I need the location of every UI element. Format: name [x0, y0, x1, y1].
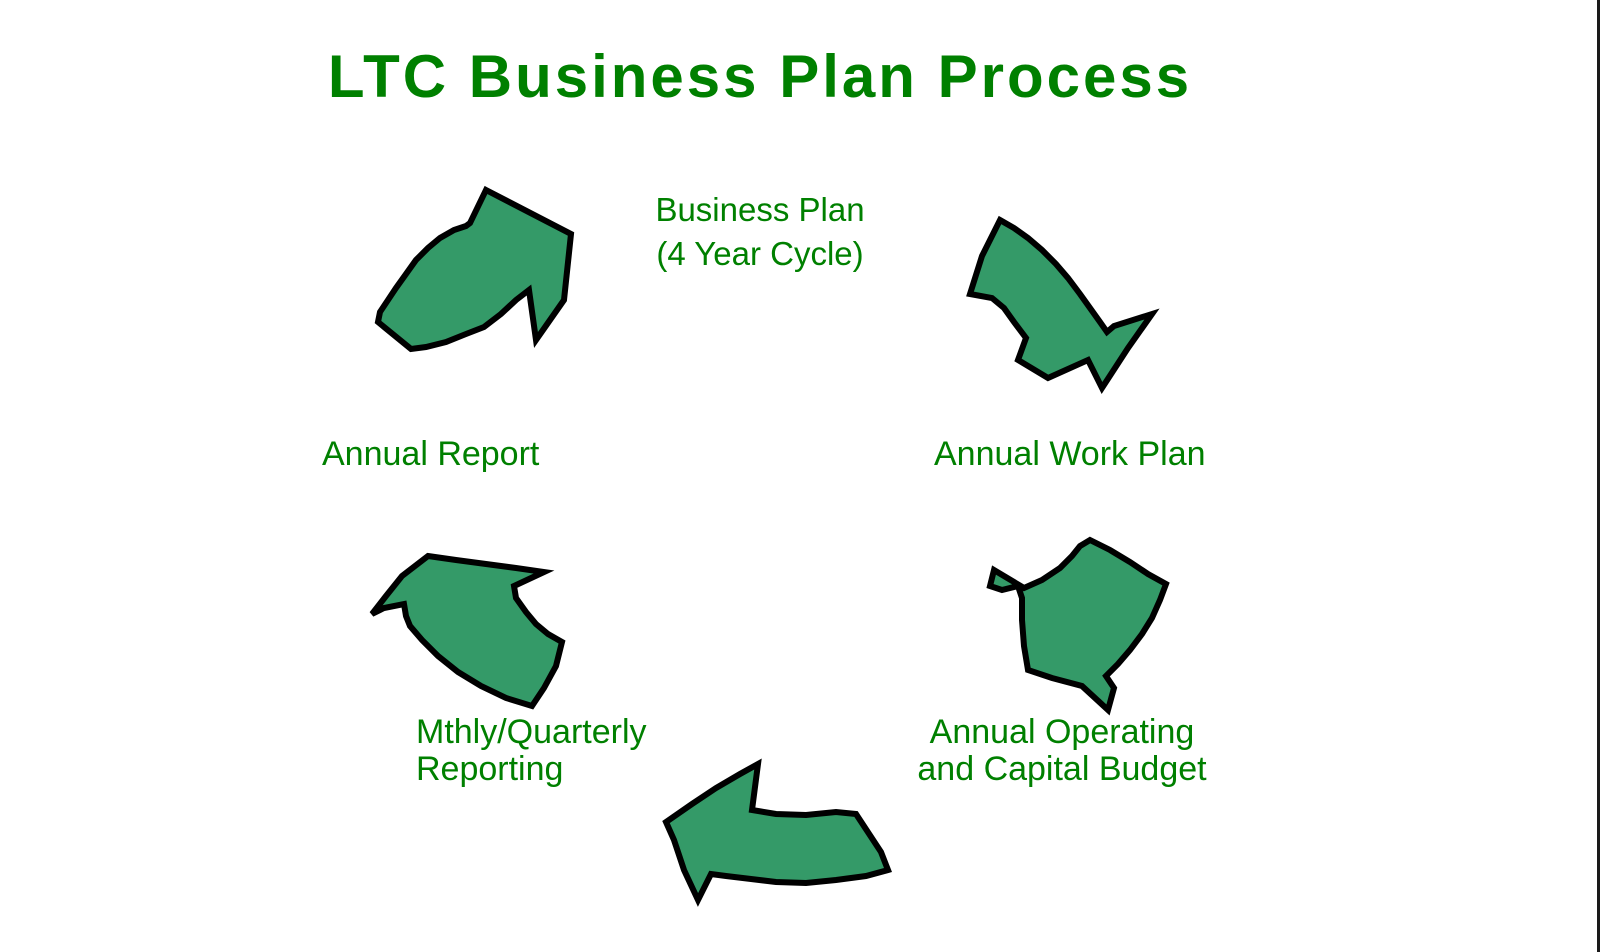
cycle-arrow-bottom [662, 758, 893, 907]
cycle-arrow-bottom-right [986, 536, 1170, 716]
cycle-stage-label-annual-work-plan: Annual Work Plan [934, 435, 1206, 473]
cycle-center-label: Business Plan (4 Year Cycle) [655, 191, 865, 273]
cycle-arrow-bottom-left [369, 552, 566, 710]
page-title: LTC Business Plan Process [327, 43, 1193, 110]
cycle-arrow-top-right [966, 215, 1160, 395]
cycle-stage-label-mthly-quarterly-reporting: Mthly/Quarterly Reporting [416, 713, 647, 788]
cycle-arrow-top-left [374, 185, 575, 353]
cycle-stage-label-annual-report: Annual Report [322, 435, 540, 473]
cycle-stage-label-annual-operating-and-capital-budget: Annual Operating and Capital Budget [917, 713, 1207, 788]
